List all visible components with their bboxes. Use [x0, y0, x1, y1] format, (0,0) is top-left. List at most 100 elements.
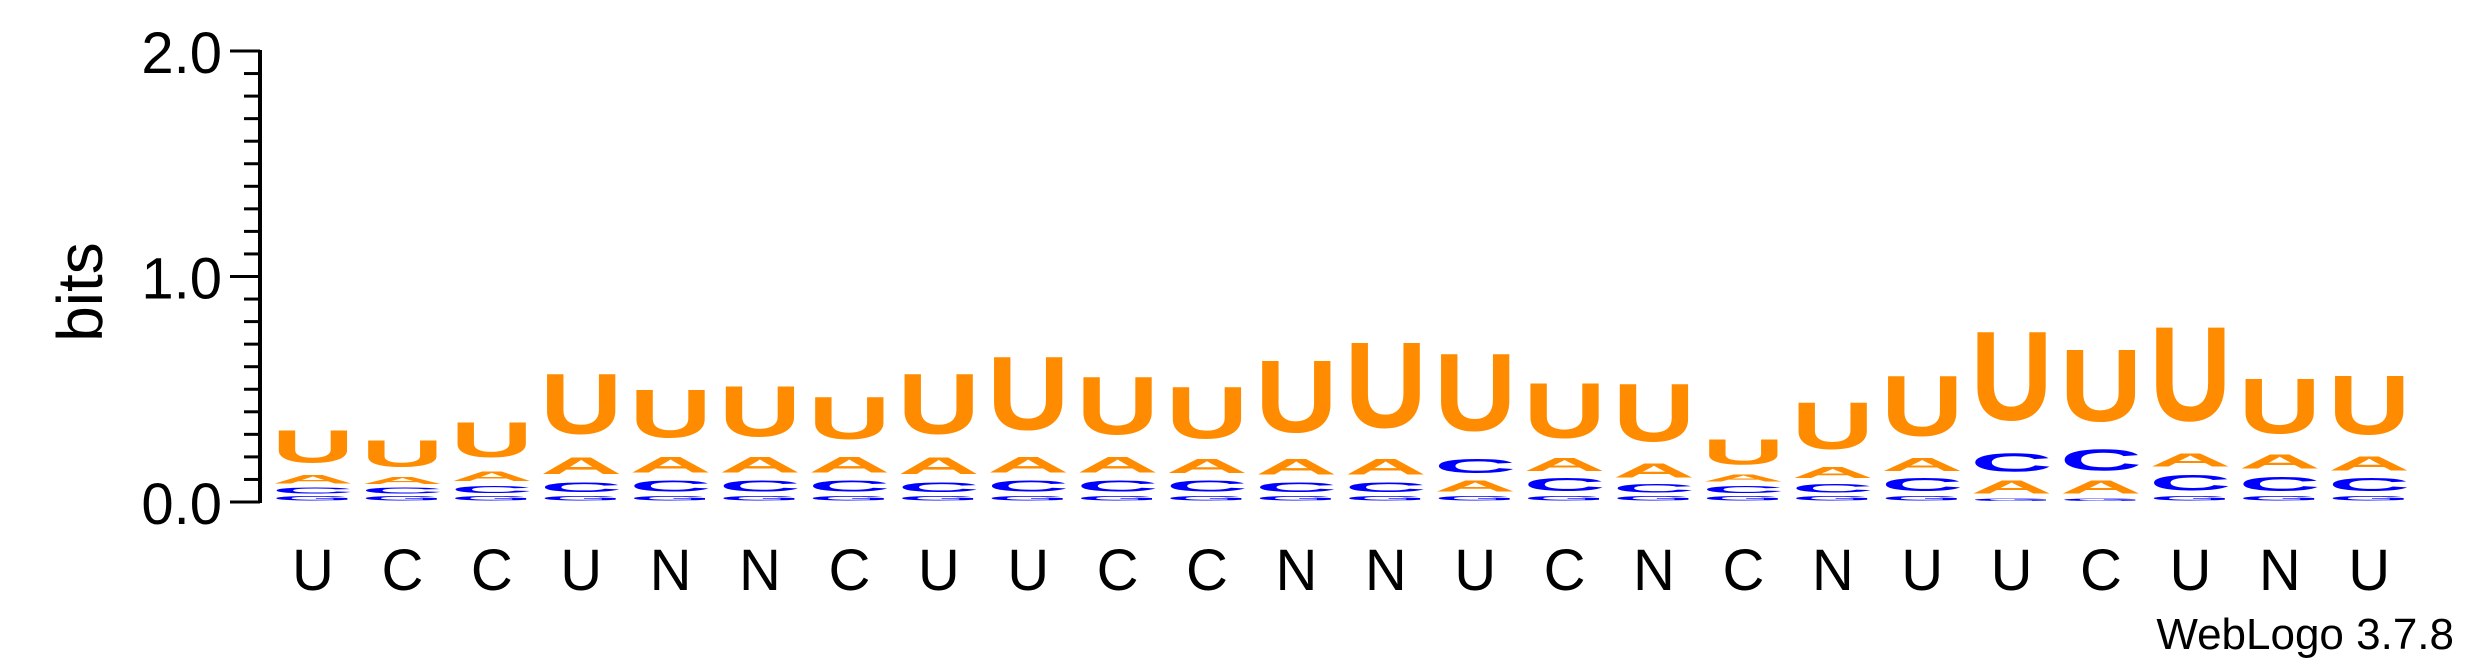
- logo-letter-G: G: [630, 495, 712, 502]
- logo-letter-G: G: [808, 495, 890, 502]
- x-tick-label: C: [828, 538, 870, 603]
- logo-letter-G: G: [1077, 495, 1159, 502]
- logo-letter-U: U: [1255, 339, 1337, 454]
- logo-letter-C: C: [987, 477, 1069, 495]
- logo-letter-C: C: [2060, 443, 2142, 477]
- x-tick-label: U: [1991, 538, 2033, 603]
- logo-letter-C: C: [2239, 473, 2321, 495]
- logo-letter-C: C: [898, 480, 980, 496]
- logo-letter-G: G: [987, 495, 1069, 502]
- logo-letter-A: A: [361, 475, 443, 486]
- logo-letter-G: G: [451, 495, 533, 502]
- x-tick-label: N: [650, 538, 692, 603]
- logo-letter-C: C: [540, 480, 622, 496]
- logo-letter-U: U: [1077, 360, 1159, 452]
- x-tick-label: N: [1633, 538, 1675, 603]
- x-tick-label: U: [1901, 538, 1943, 603]
- x-tick-label: U: [918, 538, 960, 603]
- logo-letter-A: A: [1166, 455, 1248, 477]
- logo-letter-G: G: [719, 495, 801, 502]
- logo-letter-U: U: [2328, 358, 2410, 453]
- x-tick-label: U: [2348, 538, 2390, 603]
- x-tick-label: U: [1454, 538, 1496, 603]
- logo-letter-G: G: [1434, 495, 1516, 502]
- logo-letter-U: U: [1166, 372, 1248, 455]
- x-tick-label: U: [560, 538, 602, 603]
- y-axis-label: bits: [44, 242, 116, 342]
- logo-letter-U: U: [361, 432, 443, 475]
- logo-letter-U: U: [1524, 367, 1606, 455]
- logo-letter-A: A: [540, 453, 622, 480]
- logo-letter-G: G: [1613, 495, 1695, 502]
- logo-letter-C: C: [1524, 475, 1606, 495]
- logo-letter-U: U: [719, 372, 801, 453]
- logo-letter-C: C: [2328, 475, 2410, 495]
- logo-letter-G: G: [272, 495, 354, 502]
- logo-letter-G: G: [1702, 495, 1784, 502]
- logo-letter-U: U: [2239, 362, 2321, 450]
- x-tick-label: N: [739, 538, 781, 603]
- logo-letter-A: A: [1613, 459, 1695, 481]
- logo-letter-C: C: [1971, 448, 2053, 477]
- x-tick-label: C: [1544, 538, 1586, 603]
- logo-letter-G: G: [2060, 497, 2142, 502]
- logo-letter-U: U: [1613, 367, 1695, 459]
- logo-letter-A: A: [1255, 455, 1337, 480]
- logo-letter-A: A: [1702, 473, 1784, 484]
- logo-letter-A: A: [1881, 455, 1963, 475]
- y-tick-label: 2.0: [141, 21, 222, 86]
- logo-letter-A: A: [1077, 453, 1159, 478]
- logo-letter-C: C: [808, 477, 890, 495]
- logo-letter-U: U: [2149, 299, 2231, 449]
- logo-letter-U: U: [1881, 358, 1963, 454]
- x-tick-label: C: [381, 538, 423, 603]
- logo-letter-G: G: [1971, 497, 2053, 502]
- logo-letter-U: U: [987, 335, 1069, 452]
- logo-letter-G: G: [1524, 495, 1606, 502]
- x-tick-label: U: [2169, 538, 2211, 603]
- x-tick-label: N: [1275, 538, 1317, 603]
- logo-letter-C: C: [630, 477, 712, 495]
- x-tick-label: C: [1097, 538, 1139, 603]
- logo-letter-C: C: [1077, 477, 1159, 495]
- logo-letter-G: G: [1345, 495, 1427, 502]
- weblogo-credit: WebLogo 3.7.8: [2156, 610, 2454, 659]
- logo-letter-C: C: [451, 484, 533, 495]
- logo-letter-G: G: [540, 495, 622, 502]
- logo-letter-A: A: [1434, 477, 1516, 495]
- logo-letter-A: A: [1971, 477, 2053, 497]
- logo-letter-A: A: [719, 453, 801, 478]
- logo-letter-G: G: [1255, 495, 1337, 502]
- logo-letter-G: G: [2328, 495, 2410, 502]
- x-tick-label: C: [2080, 538, 2122, 603]
- logo-letter-U: U: [1971, 305, 2053, 447]
- logo-letter-U: U: [540, 356, 622, 452]
- logo-letter-U: U: [1702, 432, 1784, 472]
- logo-letter-U: U: [272, 421, 354, 472]
- logo-letter-A: A: [2149, 450, 2231, 470]
- x-tick-label: N: [1812, 538, 1854, 603]
- logo-letter-U: U: [630, 375, 712, 452]
- logo-letter-U: U: [808, 385, 890, 452]
- logo-letter-G: G: [1792, 495, 1874, 502]
- logo-letter-G: G: [1881, 495, 1963, 502]
- logo-letter-A: A: [808, 453, 890, 478]
- logo-letter-A: A: [451, 468, 533, 484]
- logo-letter-U: U: [1792, 389, 1874, 463]
- logo-letter-A: A: [1345, 455, 1427, 480]
- logo-letter-C: C: [719, 477, 801, 495]
- logo-letter-C: C: [1881, 475, 1963, 495]
- logo-letter-A: A: [2239, 450, 2321, 472]
- logo-letter-U: U: [898, 356, 980, 452]
- logo-letter-G: G: [1166, 495, 1248, 502]
- x-tick-label: U: [292, 538, 334, 603]
- logo-letter-C: C: [361, 486, 443, 495]
- x-tick-label: U: [1007, 538, 1049, 603]
- logo-letter-G: G: [2239, 495, 2321, 502]
- y-axis: 0.01.02.0: [141, 21, 262, 537]
- logo-letter-C: C: [272, 486, 354, 495]
- logo-letter-A: A: [1792, 464, 1874, 482]
- x-tick-label: C: [1186, 538, 1228, 603]
- y-tick-label: 1.0: [141, 247, 222, 312]
